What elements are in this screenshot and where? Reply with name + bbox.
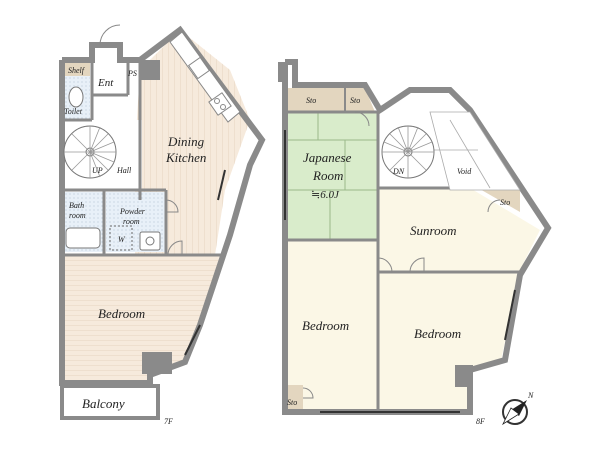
outer-wall-7f (59, 25, 266, 386)
door-sunroom-icon (409, 257, 425, 273)
spiral-stair-7f-icon (63, 125, 117, 179)
label-bath-2: room (69, 211, 86, 220)
label-sto-1: Sto (306, 96, 316, 105)
label-dining: Dining (167, 134, 205, 149)
label-japanese-2: Room (312, 168, 343, 183)
label-washer: W (118, 235, 126, 244)
label-powder-1: Powder (119, 207, 146, 216)
toilet-icon (68, 86, 84, 108)
washbasin-icon (139, 231, 161, 251)
door-sto-bottom-icon (302, 387, 314, 399)
label-sunroom: Sunroom (410, 223, 456, 238)
label-floor-8f: 8F (476, 417, 485, 426)
label-bedroom-8f-1: Bedroom (302, 318, 349, 333)
storage-bottom-8f (285, 385, 303, 410)
door-ent-icon (99, 24, 121, 46)
label-shelf: Shelf (68, 66, 86, 75)
label-japanese-size: ≒6.0J (311, 189, 340, 201)
label-bedroom-7f: Bedroom (98, 306, 145, 321)
washer-area (109, 225, 133, 251)
door-bath-icon (165, 199, 179, 213)
stove-icon (208, 92, 232, 116)
sink-icon (187, 56, 211, 80)
floor-7f: Shelf Ent PS Toilet UP Hall Dining Kitch… (59, 24, 266, 426)
label-bedroom-8f-2: Bedroom (414, 326, 461, 341)
bedroom-8f-1-floor (285, 240, 378, 410)
label-balcony: Balcony (82, 396, 125, 411)
spiral-stair-8f-icon (381, 125, 435, 179)
shelf-7f (62, 62, 90, 76)
label-powder-2: room (123, 217, 140, 226)
sunroom-floor (378, 188, 540, 272)
label-up: UP (92, 166, 103, 175)
label-void: Void (457, 167, 472, 176)
japanese-room-floor (285, 112, 377, 240)
outer-wall-8f (282, 59, 552, 415)
bathtub-icon (65, 227, 101, 249)
bedroom-7f-floor (62, 255, 220, 383)
label-japanese-1: Japanese (303, 150, 352, 165)
floor-8f: Sto Sto Japanese Room ≒6.0J DN Void Sto … (278, 59, 552, 426)
label-sto-3: Sto (500, 198, 510, 207)
door-bedroom8-icon (377, 257, 393, 273)
balcony-7f (60, 384, 160, 420)
label-sto-4: Sto (287, 398, 297, 407)
compass-icon: N (502, 391, 534, 426)
compass-north-label: N (527, 391, 534, 400)
tatami-lines (285, 112, 377, 240)
label-ps: PS (127, 69, 137, 78)
storage-top-8f (285, 88, 345, 112)
label-toilet: Toilet (64, 107, 83, 116)
void-area (429, 111, 521, 191)
door-japanese-icon (354, 111, 370, 127)
entrance-floor (92, 65, 125, 95)
bedroom-8f-2-floor (378, 270, 520, 410)
label-dn: DN (392, 167, 405, 176)
door-bedroom-icon (167, 240, 183, 256)
door-sto-sunroom-icon (487, 199, 501, 213)
label-sto-2: Sto (350, 96, 360, 105)
label-ent: Ent (97, 77, 114, 89)
label-bath-1: Bath (69, 201, 84, 210)
label-floor-7f: 7F (164, 417, 173, 426)
label-kitchen: Kitchen (165, 150, 206, 165)
label-hall: Hall (116, 166, 132, 175)
